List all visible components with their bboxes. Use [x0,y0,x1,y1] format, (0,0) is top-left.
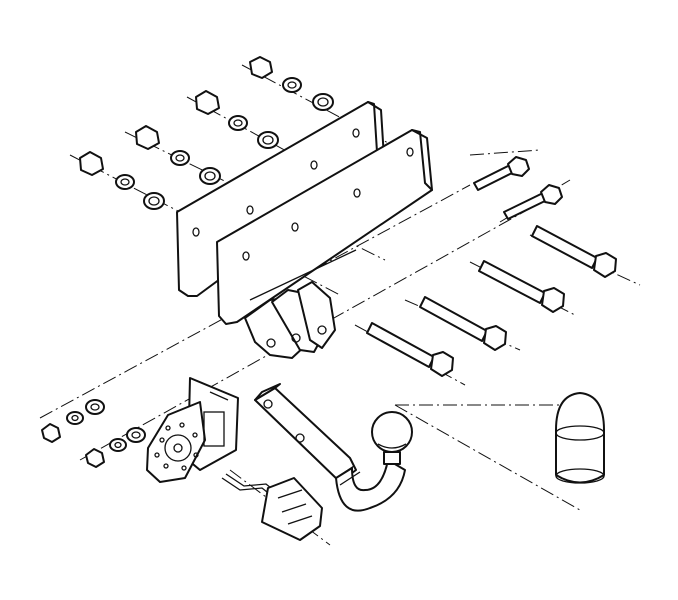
nut-row-3 [135,125,221,185]
bolt-2 [503,184,563,220]
nut-row-1 [249,56,334,111]
bolt-4 [478,260,565,313]
bracket-lugs [244,249,357,359]
tow-ball [371,411,413,465]
bolt-5 [419,296,507,351]
bolt-set [366,156,617,377]
mounting-plate-front [216,129,433,325]
bolt-1 [473,156,530,191]
lower-nut-row-2 [85,427,146,468]
nut-set-upper [79,56,334,210]
tow-bar-arm [254,383,406,512]
nut-row-2 [195,90,279,149]
socket-wiring-connector [221,473,323,541]
bolt-3 [531,225,617,278]
electrical-socket [146,377,239,483]
bolt-6 [366,322,454,377]
lower-nut-row-1 [41,399,105,443]
ball-cover-cap [555,392,605,484]
nut-set-lower [41,399,146,468]
nut-row-4 [79,151,165,210]
